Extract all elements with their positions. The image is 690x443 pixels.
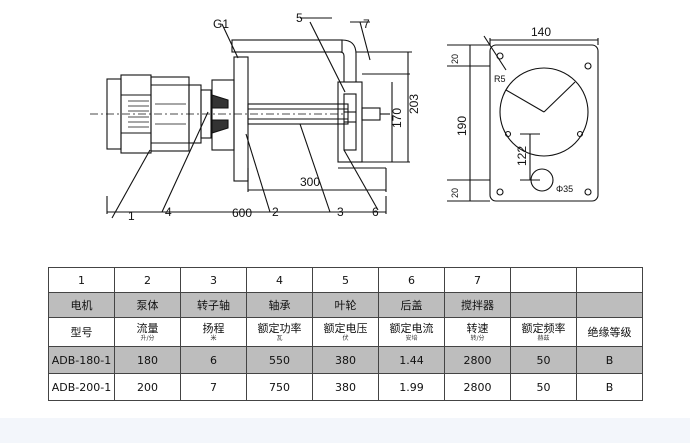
page-footer-strip: [0, 418, 690, 443]
table-cell: 搅拌器: [444, 292, 511, 318]
pump-technical-drawing: G1 5 7 1 4 2 3 6 600 300 170 203 140 190…: [90, 11, 599, 223]
table-row-parts: 电机 泵体 转子轴 轴承 叶轮 后盖 搅拌器: [48, 292, 643, 318]
pump-body: [337, 81, 390, 163]
table-cell: 50: [510, 373, 577, 401]
table-cell: 200: [114, 373, 181, 401]
table-cell: 轴承: [246, 292, 313, 318]
dimension-600: 600: [232, 206, 252, 220]
table-cell: 1.99: [378, 373, 445, 401]
table-cell: B: [576, 346, 643, 374]
mounting-flange: [211, 56, 249, 182]
table-row-index: 1 2 3 4 5 6 7: [48, 267, 643, 293]
column-header: 额定电流安培: [378, 317, 445, 347]
dimension-122: 122: [515, 146, 529, 166]
dimension-20-top: 20: [450, 54, 460, 64]
label-6: 6: [372, 205, 379, 219]
column-header: 绝缘等级: [576, 317, 643, 347]
table-cell: B: [576, 373, 643, 401]
table-cell: 转子轴: [180, 292, 247, 318]
column-header: 转速转/分: [444, 317, 511, 347]
table-cell: 2800: [444, 373, 511, 401]
label-phi35: Φ35: [556, 184, 573, 194]
label-5: 5: [296, 11, 303, 25]
dimension-20-bottom: 20: [450, 188, 460, 198]
table-cell: 电机: [48, 292, 115, 318]
table-cell: 5: [312, 267, 379, 293]
dimension-203: 203: [407, 94, 421, 114]
table-cell: 3: [180, 267, 247, 293]
label-1: 1: [128, 209, 135, 223]
table-cell: 1: [48, 267, 115, 293]
table-cell: 380: [312, 346, 379, 374]
table-cell: ADB-200-1: [48, 373, 115, 401]
table-cell: 550: [246, 346, 313, 374]
table-cell: ADB-180-1: [48, 346, 115, 374]
label-4: 4: [165, 205, 172, 219]
table-cell: 2: [114, 267, 181, 293]
table-cell: [576, 292, 643, 318]
table-row: ADB-180-1 180 6 550 380 1.44 2800 50 B: [48, 346, 643, 374]
column-header: 额定频率赫兹: [510, 317, 577, 347]
dimension-140: 140: [531, 25, 551, 39]
table-cell: 4: [246, 267, 313, 293]
table-cell: 2800: [444, 346, 511, 374]
table-header-row: 型号 流量升/分 扬程米 额定功率瓦 额定电压伏 额定电流安培 转速转/分 额定…: [48, 317, 643, 347]
table-cell: 750: [246, 373, 313, 401]
front-view: [447, 35, 599, 202]
table-cell: 7: [444, 267, 511, 293]
table-cell: 泵体: [114, 292, 181, 318]
table-cell: 380: [312, 373, 379, 401]
dimension-170: 170: [390, 108, 404, 128]
table-cell: 7: [180, 373, 247, 401]
table-cell: 叶轮: [312, 292, 379, 318]
spec-table: 1 2 3 4 5 6 7 电机 泵体 转子轴 轴承 叶轮 后盖 搅拌器 型号 …: [48, 267, 643, 401]
table-cell: [510, 267, 577, 293]
table-cell: 50: [510, 346, 577, 374]
table-cell: 1.44: [378, 346, 445, 374]
table-cell: [576, 267, 643, 293]
label-2: 2: [272, 205, 279, 219]
table-row: ADB-200-1 200 7 750 380 1.99 2800 50 B: [48, 373, 643, 401]
table-cell: [510, 292, 577, 318]
dimension-300: 300: [300, 175, 320, 189]
table-cell: 180: [114, 346, 181, 374]
label-7: 7: [363, 17, 370, 31]
column-header: 流量升/分: [114, 317, 181, 347]
label-3: 3: [337, 205, 344, 219]
table-cell: 后盖: [378, 292, 445, 318]
table-cell: 6: [180, 346, 247, 374]
column-header: 额定电压伏: [312, 317, 379, 347]
column-header: 型号: [48, 317, 115, 347]
dimension-190: 190: [455, 116, 469, 136]
column-header: 扬程米: [180, 317, 247, 347]
label-r5: R5: [494, 74, 506, 84]
table-cell: 6: [378, 267, 445, 293]
label-g1: G1: [213, 17, 229, 31]
column-header: 额定功率瓦: [246, 317, 313, 347]
